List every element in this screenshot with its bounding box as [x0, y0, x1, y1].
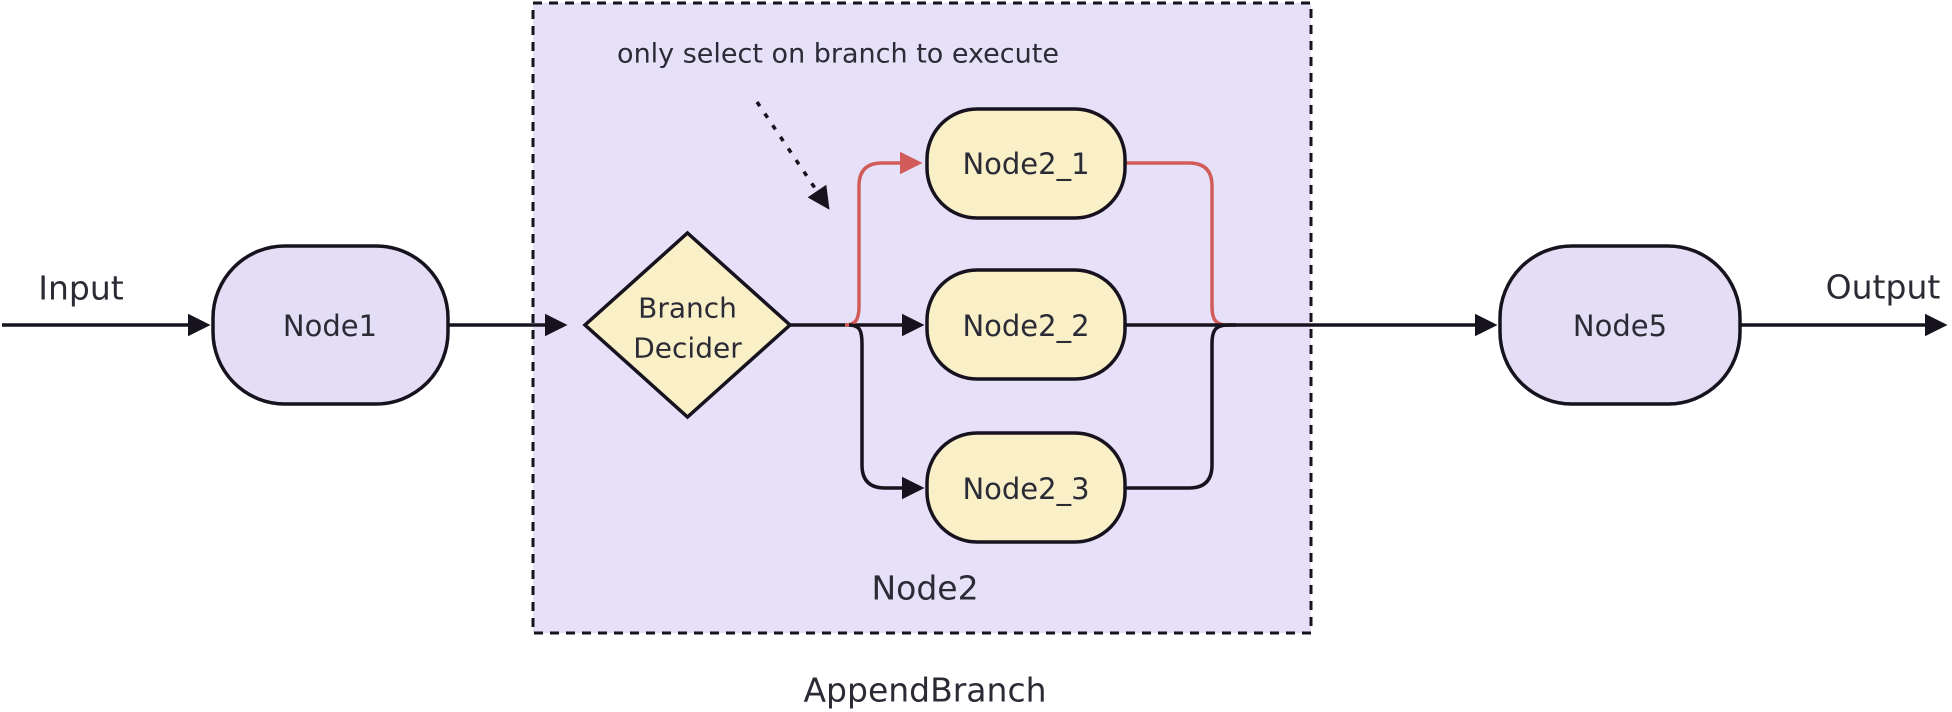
node2_2-label: Node2_2: [962, 309, 1089, 343]
node2_3-label: Node2_3: [962, 472, 1089, 506]
branch-decider-label-line2: Decider: [633, 332, 742, 365]
annotation-label: only select on branch to execute: [617, 39, 1059, 70]
node2_2-shape: [925, 268, 1127, 381]
input-label: Input: [38, 269, 124, 308]
node5-label: Node5: [1573, 309, 1667, 343]
cluster-node2-label: Node2: [871, 569, 978, 608]
edge-decider-to-node2_3: [848, 323, 925, 500]
node2_1-label: Node2_1: [962, 147, 1089, 181]
node1-shape: [211, 244, 450, 406]
node5-shape: [1498, 244, 1742, 406]
branch-decider-shape: [582, 230, 793, 420]
branch-decider-label-line1: Branch: [638, 292, 737, 325]
output-label: Output: [1826, 268, 1941, 307]
cluster-appendbranch-label: AppendBranch: [803, 671, 1046, 710]
node2_1-shape: [925, 107, 1127, 220]
node2_3-shape: [925, 431, 1127, 544]
node1-label: Node1: [283, 309, 377, 343]
edge-decider-to-node2_1-highlighted: [844, 151, 923, 327]
